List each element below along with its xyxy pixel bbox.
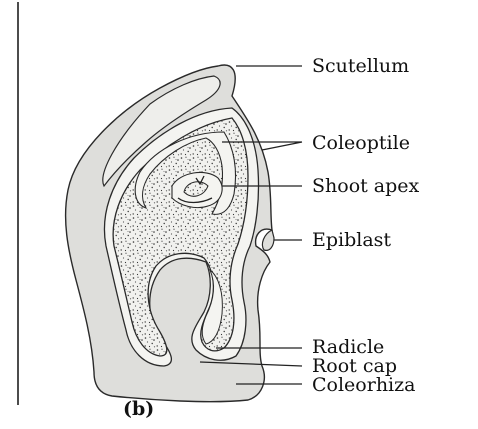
- epiblast-label: Epiblast: [312, 229, 391, 251]
- coleoptile-label: Coleoptile: [312, 132, 410, 154]
- figure-caption: (b): [123, 398, 154, 420]
- scutellum-label: Scutellum: [312, 55, 409, 77]
- epiblast: [262, 230, 274, 250]
- coleorhiza-label: Coleorhiza: [312, 374, 415, 396]
- shoot-apex-label: Shoot apex: [312, 175, 420, 197]
